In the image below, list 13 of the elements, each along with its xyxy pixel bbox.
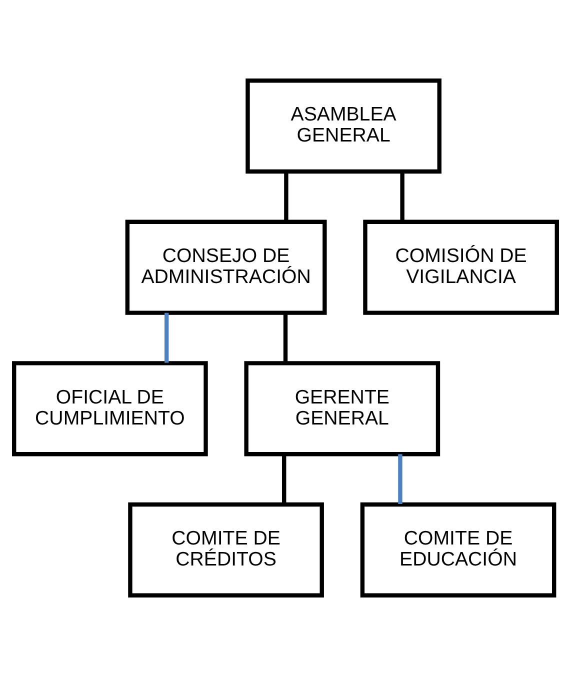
node-box: COMITE DE EDUCACIÓN bbox=[360, 502, 556, 598]
connector bbox=[284, 172, 288, 222]
connector bbox=[398, 454, 402, 504]
node-box: COMITE DE CRÉDITOS bbox=[128, 502, 324, 598]
connector bbox=[400, 172, 404, 222]
connector bbox=[282, 454, 286, 504]
connector bbox=[164, 312, 169, 363]
node-box: CONSEJO DE ADMINISTRACIÓN bbox=[125, 220, 327, 315]
node-box: GERENTE GENERAL bbox=[244, 361, 440, 456]
node-box: OFICIAL DE CUMPLIMIENTO bbox=[12, 361, 208, 456]
node-box: ASAMBLEA GENERAL bbox=[246, 78, 442, 174]
connector bbox=[283, 312, 288, 363]
node-box: COMISIÓN DE VIGILANCIA bbox=[363, 220, 559, 315]
